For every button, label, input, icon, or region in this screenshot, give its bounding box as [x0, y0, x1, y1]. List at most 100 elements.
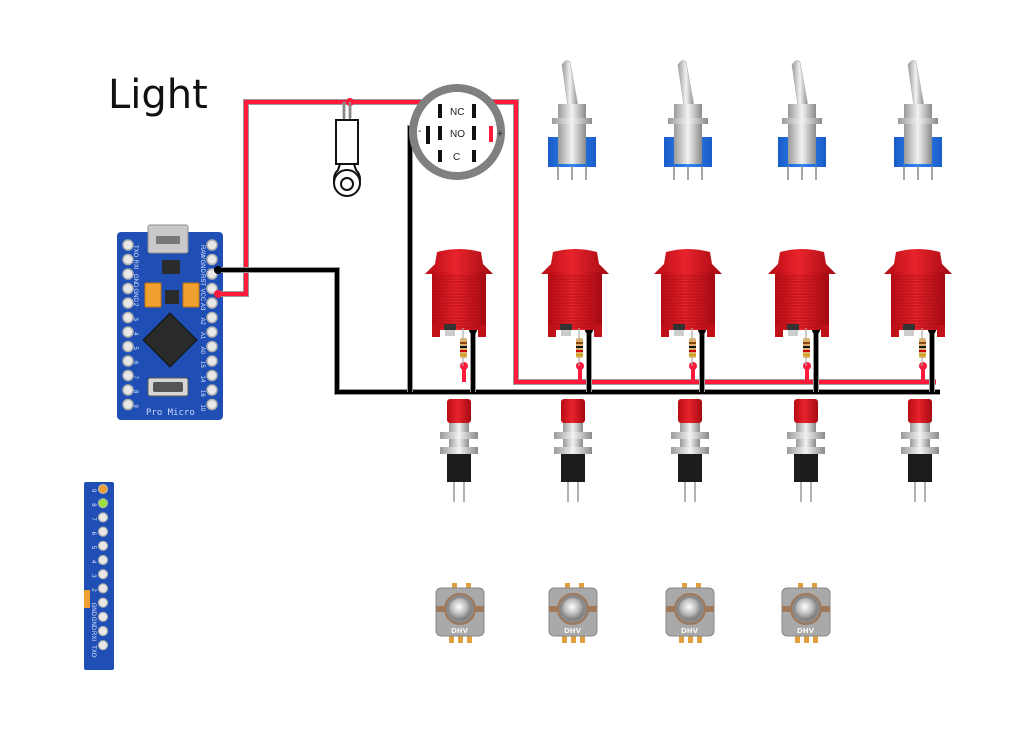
wire-joint [919, 362, 927, 370]
resistor-band [919, 342, 926, 344]
push-button[interactable] [440, 399, 478, 502]
encoder-pin [697, 636, 702, 643]
encoder-label: DHV [681, 627, 699, 635]
encoder-pin [571, 636, 576, 643]
microswitch [787, 324, 799, 330]
button-cap [541, 249, 609, 274]
resistor-band [689, 342, 696, 344]
rotary-encoder[interactable]: DHV [781, 583, 831, 643]
toggle-body [788, 124, 816, 164]
button-foot [432, 325, 440, 337]
encoder-tab [565, 583, 570, 589]
usb-port [156, 236, 180, 244]
push-nut [671, 447, 709, 454]
pin-label: GND [90, 617, 96, 631]
pin-label: 6 [90, 532, 96, 536]
toggle-switch[interactable] [778, 60, 826, 180]
pin-hole [97, 640, 109, 651]
pin-hole [122, 398, 134, 411]
rotary-encoder[interactable]: DHV [548, 583, 598, 643]
pin-label: 4 [90, 560, 96, 564]
push-nut [671, 432, 709, 439]
button-cap [654, 249, 722, 274]
arcade-button[interactable] [425, 249, 493, 366]
push-nut [554, 447, 592, 454]
capacitor [144, 282, 162, 308]
push-body [794, 454, 818, 482]
pin-hole [122, 297, 134, 309]
pin-hole [97, 526, 109, 537]
pin-hole [206, 398, 218, 411]
encoder-label: DHV [451, 627, 469, 635]
pin-hole [206, 369, 218, 382]
push-nut [440, 447, 478, 454]
pin-label: A1 [199, 332, 205, 340]
regulator [162, 260, 180, 274]
pin-hole [97, 583, 109, 594]
microswitch [673, 324, 685, 330]
regulator [165, 290, 179, 304]
push-button[interactable] [554, 399, 592, 502]
toggle-switch[interactable] [548, 60, 596, 180]
pin-hole [122, 239, 134, 251]
push-nut [554, 432, 592, 439]
push-nut [901, 432, 939, 439]
pin-hole [122, 340, 134, 353]
wire-joint [214, 266, 222, 274]
pin-hole [97, 512, 109, 523]
pin-label: 6 [132, 361, 138, 365]
push-cap [908, 399, 932, 423]
pin-label: 7 [132, 376, 138, 380]
pin-label: 9 [132, 405, 138, 409]
toggle-collar [788, 104, 816, 118]
pin-hole [206, 297, 218, 309]
resistor-band [803, 342, 810, 344]
pin-hole [122, 355, 134, 367]
encoder-pin [458, 636, 463, 643]
push-thread [680, 439, 700, 449]
button-cap [768, 249, 836, 274]
arcade-button[interactable] [541, 249, 609, 366]
toggle-switch[interactable] [894, 60, 942, 180]
pin-hole [97, 611, 109, 622]
pin-hole [122, 326, 134, 338]
arcade-button[interactable] [884, 249, 952, 366]
push-thread [563, 439, 583, 449]
push-button[interactable] [901, 399, 939, 502]
encoder-knob [562, 598, 584, 620]
plus-label: + [497, 129, 503, 140]
pin-label: 3 [90, 574, 96, 578]
push-button[interactable] [671, 399, 709, 502]
button-foot [594, 325, 602, 337]
rotary-encoder[interactable]: DHV [435, 583, 485, 643]
toggle-body [904, 124, 932, 164]
resistor-band [919, 354, 926, 356]
arcade-button[interactable] [768, 249, 836, 366]
pin-label: A3 [199, 303, 205, 311]
toggle-switch[interactable] [664, 60, 712, 180]
illuminated-switch[interactable]: NC NO C + - [409, 84, 505, 180]
button-foot [478, 325, 486, 337]
pin-hole [97, 483, 109, 495]
push-button[interactable] [787, 399, 825, 502]
push-nut [901, 447, 939, 454]
pin-label: 7 [90, 517, 96, 521]
arcade-button[interactable] [654, 249, 722, 366]
resistor-band [689, 354, 696, 356]
capacitor [182, 282, 200, 308]
encoder-label: DHV [797, 627, 815, 635]
pin-label: TXO [132, 245, 138, 258]
pin-hole [206, 239, 218, 251]
pin-hole [206, 384, 218, 396]
resistor-band [919, 350, 926, 352]
push-nut [787, 432, 825, 439]
button-foot [661, 325, 669, 337]
push-cap [794, 399, 818, 423]
rotary-encoder[interactable]: DHV [665, 583, 715, 643]
pin-label: TXO [90, 645, 96, 658]
pin-label: 4 [132, 332, 138, 336]
